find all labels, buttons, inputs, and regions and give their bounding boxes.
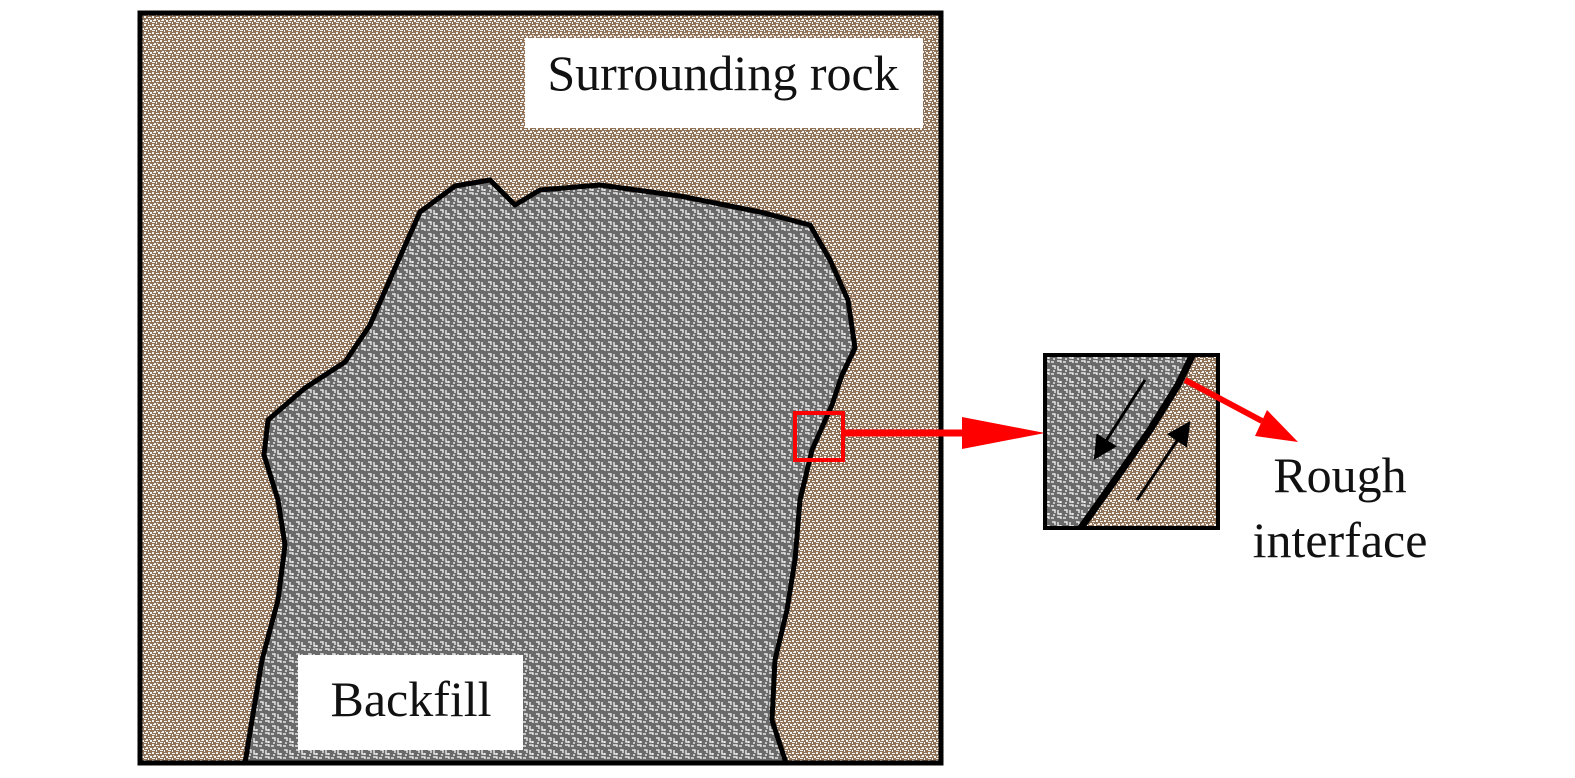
rough-interface-label-line1: Rough xyxy=(1273,447,1406,503)
surrounding-rock-label: Surrounding rock xyxy=(547,45,898,101)
red-arrow-down-right-icon xyxy=(1183,377,1298,442)
backfill-body xyxy=(242,177,858,766)
shear-arrow-up-icon xyxy=(1135,421,1191,501)
interface-zoom-inset xyxy=(1043,353,1220,530)
rough-interface-label-line2: interface xyxy=(1253,512,1428,568)
red-arrow-right-icon xyxy=(843,417,1045,449)
backfill-label: Backfill xyxy=(330,671,491,727)
shear-arrow-down-icon xyxy=(1093,379,1147,461)
surrounding-rock-label-bg xyxy=(525,38,923,128)
backfill-label-bg xyxy=(298,655,523,750)
main-frame xyxy=(137,10,944,766)
